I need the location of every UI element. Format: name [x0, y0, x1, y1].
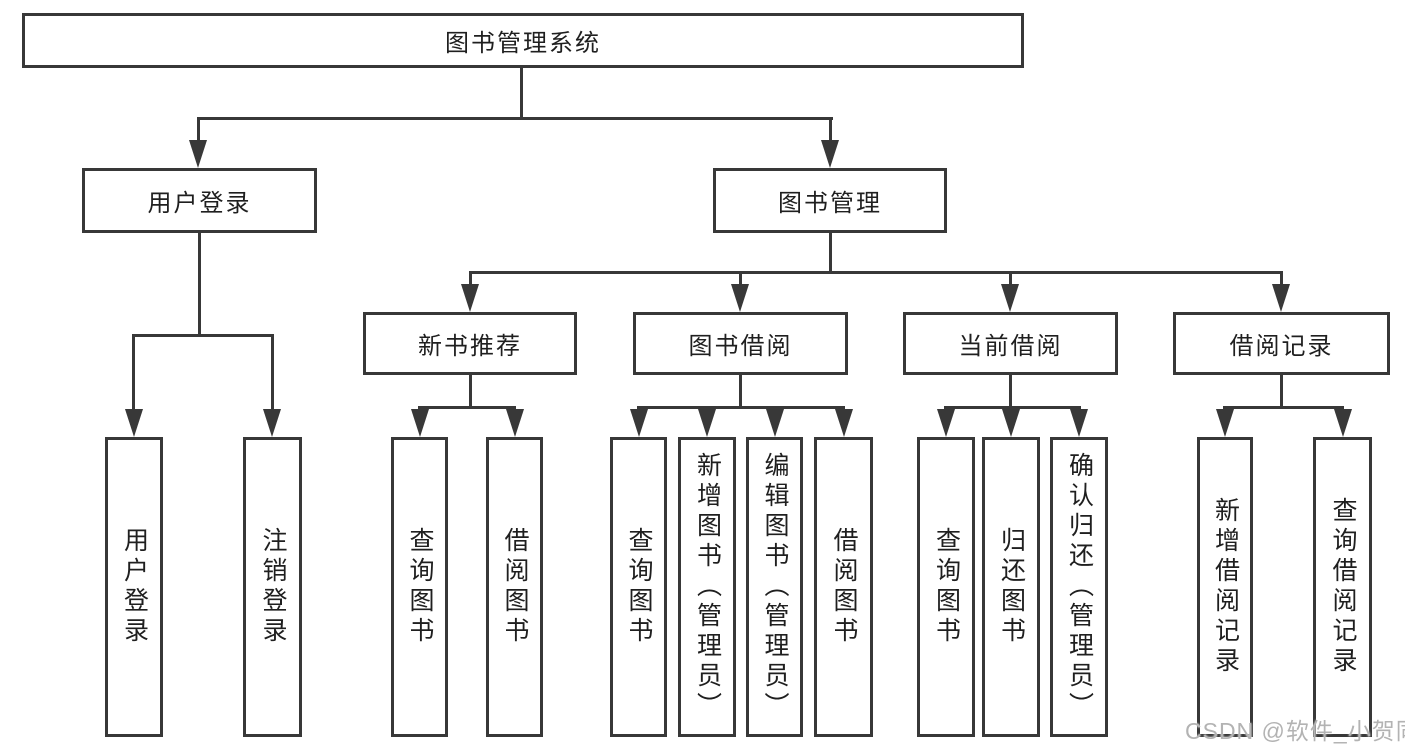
leaf-query-book-borrow: 查询图书: [610, 437, 667, 737]
arrowhead-leaf-login: [125, 409, 143, 437]
connector-drop-leaf-logout: [271, 334, 274, 412]
connector-book-borrow-stem: [739, 375, 742, 409]
arrowhead-query-record: [1334, 409, 1352, 437]
leaf-add-borrow-record: 新增借阅记录: [1197, 437, 1253, 737]
leaf-confirm-return-admin: 确认归还（管理员）: [1050, 437, 1108, 737]
arrowhead-borrow-book-2: [835, 409, 853, 437]
arrowhead-return-book: [1002, 409, 1020, 437]
node-book-borrow: 图书借阅: [633, 312, 848, 375]
leaf-logout: 注销登录: [243, 437, 302, 737]
arrowhead-current-borrow: [1001, 284, 1019, 312]
arrowhead-query-book-2: [630, 409, 648, 437]
arrowhead-confirm-return: [1070, 409, 1088, 437]
connector-borrow-record-bar: [1223, 406, 1344, 409]
arrowhead-book-borrow: [731, 284, 749, 312]
connector-drop-current-borrow: [1009, 271, 1012, 287]
arrowhead-book-management: [821, 140, 839, 168]
node-user-login: 用户登录: [82, 168, 317, 233]
leaf-query-book-recommend: 查询图书: [391, 437, 448, 737]
connector-drop-book-borrow: [739, 271, 742, 287]
connector-drop-book-management: [829, 117, 832, 143]
arrowhead-query-book-1: [411, 409, 429, 437]
connector-current-borrow-stem: [1009, 375, 1012, 409]
arrowhead-new-book: [461, 284, 479, 312]
leaf-query-borrow-record: 查询借阅记录: [1313, 437, 1372, 737]
leaf-return-book: 归还图书: [982, 437, 1040, 737]
leaf-query-book-current: 查询图书: [917, 437, 975, 737]
connector-new-book-stem: [469, 375, 472, 409]
arrowhead-borrow-record: [1272, 284, 1290, 312]
node-new-book-recommend: 新书推荐: [363, 312, 577, 375]
connector-user-login-bar: [132, 334, 274, 337]
connector-level3-bar: [469, 271, 1283, 274]
connector-drop-leaf-login: [132, 334, 135, 412]
connector-borrow-record-stem: [1280, 375, 1283, 409]
arrowhead-user-login: [189, 140, 207, 168]
connector-level2-bar: [197, 117, 833, 120]
leaf-user-login: 用户登录: [105, 437, 163, 737]
connector-user-login-stem: [198, 233, 201, 337]
connector-drop-new-book: [469, 271, 472, 287]
node-current-borrow: 当前借阅: [903, 312, 1118, 375]
arrowhead-leaf-logout: [263, 409, 281, 437]
node-book-management: 图书管理: [713, 168, 947, 233]
connector-current-borrow-bar: [944, 406, 1081, 409]
arrowhead-borrow-book-1: [506, 409, 524, 437]
arrowhead-query-book-3: [937, 409, 955, 437]
node-library-system: 图书管理系统: [22, 13, 1024, 68]
arrowhead-add-book: [698, 409, 716, 437]
arrowhead-edit-book: [766, 409, 784, 437]
csdn-watermark: CSDN @软件_小贺同学: [1185, 718, 1405, 744]
connector-new-book-bar: [418, 406, 516, 409]
connector-book-management-stem: [829, 233, 832, 273]
connector-book-borrow-bar: [637, 406, 845, 409]
leaf-borrow-book: 借阅图书: [814, 437, 873, 737]
connector-drop-borrow-record: [1280, 271, 1283, 287]
connector-root-stem: [520, 68, 523, 118]
node-borrow-record: 借阅记录: [1173, 312, 1390, 375]
leaf-borrow-book-recommend: 借阅图书: [486, 437, 543, 737]
leaf-add-book-admin: 新增图书（管理员）: [678, 437, 736, 737]
leaf-edit-book-admin: 编辑图书（管理员）: [746, 437, 803, 737]
connector-drop-user-login: [197, 117, 200, 143]
arrowhead-add-record: [1216, 409, 1234, 437]
